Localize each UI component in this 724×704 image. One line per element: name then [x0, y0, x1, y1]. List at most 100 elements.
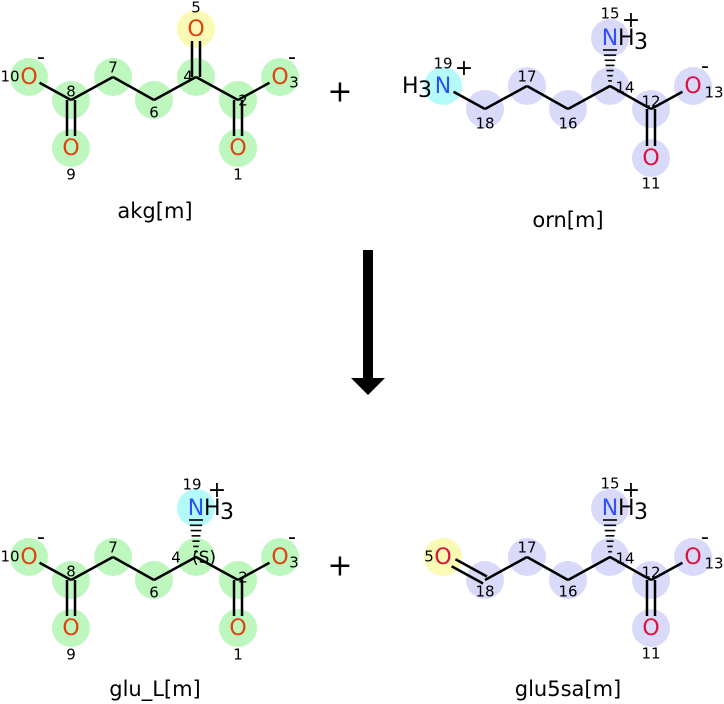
- hydrogen-symbol: H: [402, 74, 419, 99]
- charge-sign: -: [37, 525, 45, 550]
- atom-O13: 13O-: [684, 54, 723, 102]
- atom-number: 2: [238, 569, 248, 587]
- atom-C8: 8: [66, 563, 76, 581]
- bond: [603, 49, 617, 87]
- atom-number: 10: [0, 548, 19, 566]
- atom-C14: 14: [615, 79, 634, 97]
- atom-highlight: [261, 58, 299, 96]
- molecule-name: glu_L[m]: [109, 677, 201, 702]
- hydrogen-count: 3: [634, 500, 648, 525]
- plus-sign-products: +: [327, 549, 352, 584]
- atom-number: 18: [475, 115, 494, 133]
- atom-O3: 3O-: [271, 45, 298, 92]
- charge-sign: -: [701, 525, 709, 550]
- atom-number: 14: [615, 79, 634, 97]
- bond: [232, 580, 244, 616]
- element-symbol: O: [229, 616, 246, 641]
- atom-O1: 1O: [229, 616, 246, 664]
- atom-highlight: [177, 10, 215, 48]
- atom-C2: 2: [238, 569, 248, 587]
- atom-number: 5: [191, 0, 201, 17]
- bond: [645, 109, 657, 146]
- bond: [189, 519, 203, 558]
- hydrogen-symbol: H: [618, 26, 635, 51]
- element-symbol: O: [684, 545, 701, 570]
- bond: [195, 555, 239, 582]
- atom-O11: 11O: [641, 146, 660, 193]
- bond: [650, 561, 684, 582]
- atom-highlight: [261, 538, 299, 576]
- bond: [65, 580, 77, 616]
- element-symbol: N: [188, 496, 204, 521]
- atom-number: 6: [149, 584, 159, 602]
- atom-number: 4: [171, 549, 181, 567]
- atom-number: 8: [66, 563, 76, 581]
- atom-highlight: [52, 609, 90, 647]
- bond: [112, 75, 155, 102]
- atom-number: 15: [600, 5, 619, 23]
- atom-highlight: [219, 609, 257, 647]
- atom-number: 2: [238, 92, 248, 110]
- bond: [112, 555, 155, 582]
- element-symbol: O: [20, 545, 37, 570]
- charge-sign: -: [37, 45, 45, 70]
- atom-number: 18: [475, 583, 494, 601]
- element-symbol: O: [684, 74, 701, 99]
- atom-number: 1: [233, 166, 243, 184]
- element-symbol: O: [62, 616, 79, 641]
- atom-number: 12: [641, 564, 660, 582]
- bond: [190, 41, 202, 77]
- atom-number: 11: [641, 645, 660, 663]
- bonds-layer: [10, 10, 712, 647]
- charge-sign: -: [701, 54, 709, 79]
- bond: [195, 75, 239, 102]
- down-arrow-icon: [351, 250, 385, 395]
- bond: [38, 81, 72, 102]
- bond: [153, 555, 197, 582]
- atom-number: 7: [108, 59, 118, 77]
- atom-O9: 9O: [62, 136, 79, 184]
- atom-C17: 17: [517, 539, 536, 557]
- bond: [526, 555, 569, 582]
- atom-highlight: [591, 19, 629, 57]
- charge-sign: -: [288, 525, 296, 550]
- atom-C6: 6: [149, 584, 159, 602]
- atom-number: 12: [641, 93, 660, 111]
- atom-C4: 4: [171, 549, 181, 567]
- bond: [603, 519, 617, 558]
- charge-sign: +: [622, 478, 640, 503]
- atom-C16: 16: [558, 583, 577, 601]
- atom-number: 15: [600, 475, 619, 493]
- atom-highlight: [10, 538, 48, 576]
- bond: [237, 561, 271, 582]
- atom-highlight: [177, 489, 215, 527]
- atom-C18: 18: [475, 583, 494, 601]
- atom-highlight: [219, 129, 257, 167]
- bond: [567, 84, 611, 111]
- atom-C8: 8: [66, 83, 76, 101]
- atom-number: 16: [558, 583, 577, 601]
- bond: [484, 555, 528, 582]
- bond: [70, 555, 114, 582]
- element-symbol: O: [642, 616, 659, 641]
- atom-O13: 13O-: [684, 525, 723, 573]
- atom-number: 16: [558, 115, 577, 133]
- atom-number: 10: [0, 68, 19, 86]
- atom-C17: 17: [517, 68, 536, 86]
- atom-C14: 14: [615, 550, 634, 568]
- atom-C2: 2: [238, 92, 248, 110]
- atom-C12: 12: [641, 93, 660, 111]
- atom-number: 7: [108, 539, 118, 557]
- atom-number: 17: [517, 68, 536, 86]
- atom-number: 13: [704, 84, 723, 102]
- hydrogen-count: 3: [220, 500, 234, 525]
- charge-sign: +: [622, 8, 640, 33]
- element-symbol: N: [435, 74, 451, 99]
